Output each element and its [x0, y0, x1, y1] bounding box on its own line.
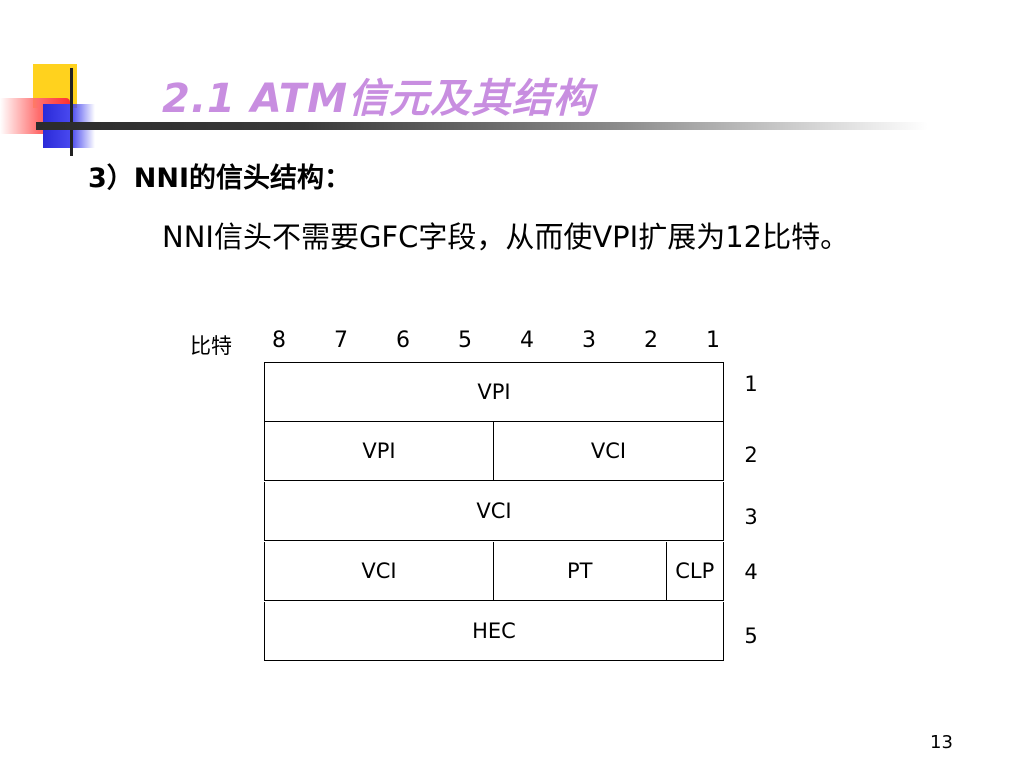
- slide-title: 2.1 ATM信元及其结构: [162, 76, 595, 122]
- octet-number: 3: [744, 505, 758, 529]
- bit-number: 8: [272, 328, 286, 353]
- field-vci: VCI: [264, 482, 724, 541]
- corner-logo: [0, 0, 140, 160]
- table-row: HEC: [264, 602, 724, 661]
- logo-vertical-line: [70, 68, 73, 156]
- octet-number: 5: [744, 624, 758, 648]
- octet-number: 2: [744, 443, 758, 467]
- field-vci: VCI: [493, 422, 724, 481]
- field-vpi: VPI: [264, 362, 724, 422]
- bit-number: 3: [582, 328, 596, 353]
- octet-number: 1: [744, 372, 758, 396]
- bit-number: 7: [334, 328, 348, 353]
- field-pt: PT: [493, 542, 667, 601]
- table-row: VCI: [264, 482, 724, 541]
- field-vci: VCI: [264, 542, 494, 601]
- bit-number: 2: [644, 328, 658, 353]
- bit-number: 1: [706, 328, 720, 353]
- bit-number: 5: [458, 328, 472, 353]
- page-number: 13: [930, 732, 953, 753]
- table-row: VPI: [264, 362, 724, 422]
- field-vpi: VPI: [264, 422, 494, 481]
- bit-number: 6: [396, 328, 410, 353]
- section-heading: 3）NNI的信头结构：: [88, 163, 352, 194]
- title-underline: [36, 122, 928, 130]
- bit-number: 4: [520, 328, 534, 353]
- field-hec: HEC: [264, 602, 724, 661]
- field-clp: CLP: [665, 542, 724, 601]
- description-text: NNI信头不需要GFC字段，从而使VPI扩展为12比特。: [162, 220, 850, 254]
- octet-number: 4: [744, 560, 758, 584]
- bits-label: 比特: [190, 334, 232, 358]
